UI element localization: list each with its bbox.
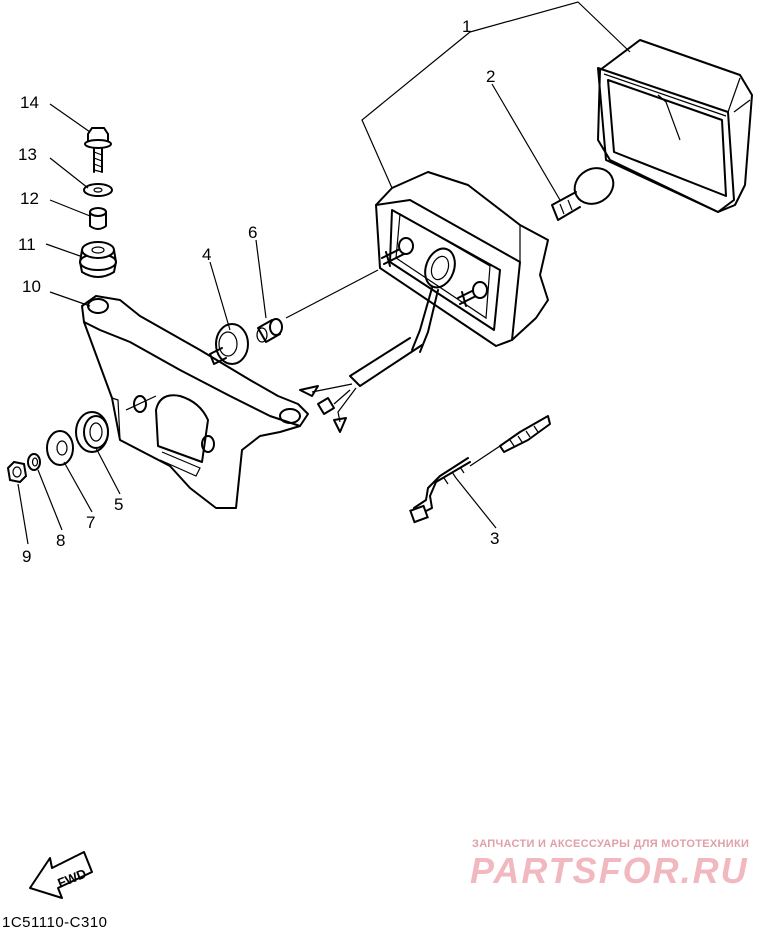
tail-light-lens	[597, 39, 753, 213]
tail-light-housing	[375, 171, 549, 347]
wiring-harness	[299, 287, 439, 433]
callout-5: 5	[114, 495, 123, 514]
callout-2: 2	[486, 67, 495, 86]
mounting-bracket	[81, 295, 309, 509]
callout-1: 1	[462, 17, 471, 36]
callout-3: 3	[490, 529, 499, 548]
watermark-subtitle: ЗАПЧАСТИ И АКСЕССУАРЫ ДЛЯ МОТОТЕХНИКИ	[472, 838, 750, 850]
callout-6: 6	[248, 223, 257, 242]
callout-8: 8	[56, 531, 65, 550]
watermark-logo: PARTSFOR.RU	[470, 850, 749, 891]
callout-11: 11	[18, 235, 36, 254]
bulb	[551, 167, 615, 221]
collar	[256, 318, 283, 343]
collar-12	[89, 207, 107, 230]
washer	[46, 430, 74, 466]
callout-12: 12	[20, 189, 39, 208]
callout-4: 4	[202, 245, 211, 264]
diagram-code: 1C51110-C310	[2, 914, 108, 931]
grommet	[209, 323, 249, 365]
cable-tie	[409, 415, 551, 524]
callout-14: 14	[20, 93, 39, 112]
fwd-label: FWD	[55, 866, 88, 891]
callout-9: 9	[22, 547, 31, 566]
rubber-grommet-5	[75, 411, 109, 453]
callout-7: 7	[86, 513, 95, 532]
nut	[6, 460, 28, 484]
washer-13	[83, 183, 113, 197]
callout-13: 13	[18, 145, 37, 164]
callout-10: 10	[22, 277, 41, 296]
fwd-arrow-icon: FWD	[29, 851, 93, 899]
grommet-11	[79, 241, 117, 278]
bolt	[84, 127, 112, 173]
lock-washer	[27, 453, 41, 471]
